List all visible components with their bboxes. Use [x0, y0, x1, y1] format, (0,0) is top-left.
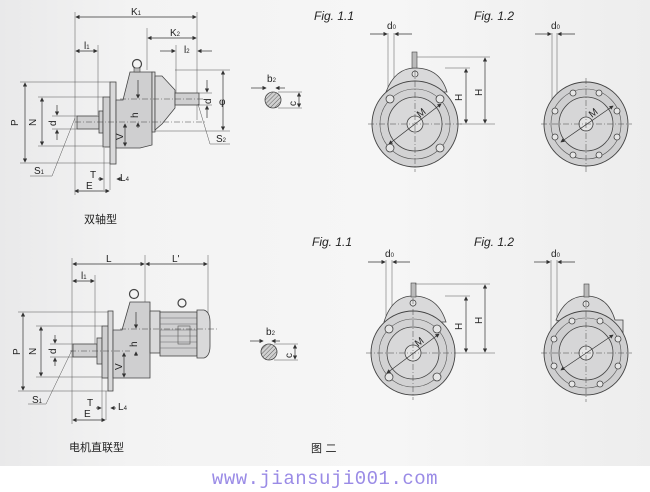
svg-text:h: h: [129, 341, 140, 347]
key-section-top: b2 c: [251, 74, 302, 109]
svg-text:P: P: [10, 119, 21, 126]
svg-text:c: c: [284, 353, 295, 358]
svg-text:b2: b2: [266, 327, 276, 338]
svg-text:K2: K2: [170, 28, 181, 39]
svg-text:P: P: [12, 348, 23, 355]
svg-text:φ: φ: [219, 97, 226, 108]
svg-text:L': L': [172, 254, 180, 265]
svg-text:V: V: [114, 363, 125, 370]
svg-text:d0: d0: [387, 21, 397, 32]
key-section-bottom: b2 c: [250, 327, 298, 361]
svg-text:L4: L4: [118, 402, 128, 413]
svg-text:c: c: [288, 101, 299, 106]
fig-1-2-top-label: Fig. 1.2: [474, 9, 514, 23]
svg-text:T: T: [87, 398, 93, 409]
svg-text:E: E: [86, 181, 93, 192]
fig-1-1-bottom-label: Fig. 1.1: [312, 235, 352, 249]
svg-text:T: T: [90, 170, 96, 181]
svg-text:S2: S2: [216, 134, 227, 145]
svg-text:H: H: [474, 89, 485, 96]
figure-caption: 图 二: [311, 442, 337, 455]
fig-1-1-bottom-flange: d0 M H H: [366, 249, 495, 400]
dim-k1: K1: [131, 7, 142, 18]
fig-1-1-top-flange: d0 M H H: [368, 21, 495, 172]
svg-text:h: h: [130, 112, 141, 118]
svg-text:S1: S1: [34, 166, 45, 177]
svg-text:d: d: [203, 98, 214, 104]
motor-direct-reducer-drawing: L L' l1 P N d: [12, 254, 218, 454]
svg-text:V: V: [115, 133, 126, 140]
svg-text:b2: b2: [267, 74, 277, 85]
svg-text:d: d: [48, 120, 59, 126]
svg-text:l2: l2: [184, 45, 190, 56]
caption-double-shaft: 双轴型: [84, 212, 117, 226]
svg-text:l1: l1: [84, 41, 90, 52]
svg-text:N: N: [28, 119, 39, 126]
svg-text:S1: S1: [32, 395, 43, 406]
watermark-url: www.jiansuji001.com: [211, 468, 439, 490]
fig-1-2-top-flange: d0 M: [535, 21, 632, 173]
svg-text:H: H: [454, 323, 465, 330]
svg-text:L4: L4: [120, 173, 130, 184]
svg-text:H: H: [454, 94, 465, 101]
svg-text:H: H: [474, 317, 485, 324]
svg-text:L: L: [106, 254, 112, 265]
fig-1-2-bottom-label: Fig. 1.2: [474, 235, 514, 249]
svg-text:N: N: [28, 348, 39, 355]
fig-1-2-bottom-flange: d0: [534, 249, 632, 402]
svg-text:E: E: [84, 409, 91, 420]
svg-text:l1: l1: [81, 271, 87, 282]
technical-drawing: K1 K2 l1 l2 P: [10, 7, 632, 455]
caption-motor-direct: 电机直联型: [69, 440, 124, 454]
fig-1-1-top-label: Fig. 1.1: [314, 9, 354, 23]
svg-text:d0: d0: [551, 21, 561, 32]
svg-text:d: d: [48, 348, 59, 354]
svg-text:d0: d0: [551, 249, 561, 260]
svg-text:d0: d0: [385, 249, 395, 260]
double-shaft-reducer-drawing: K1 K2 l1 l2 P: [10, 7, 230, 226]
